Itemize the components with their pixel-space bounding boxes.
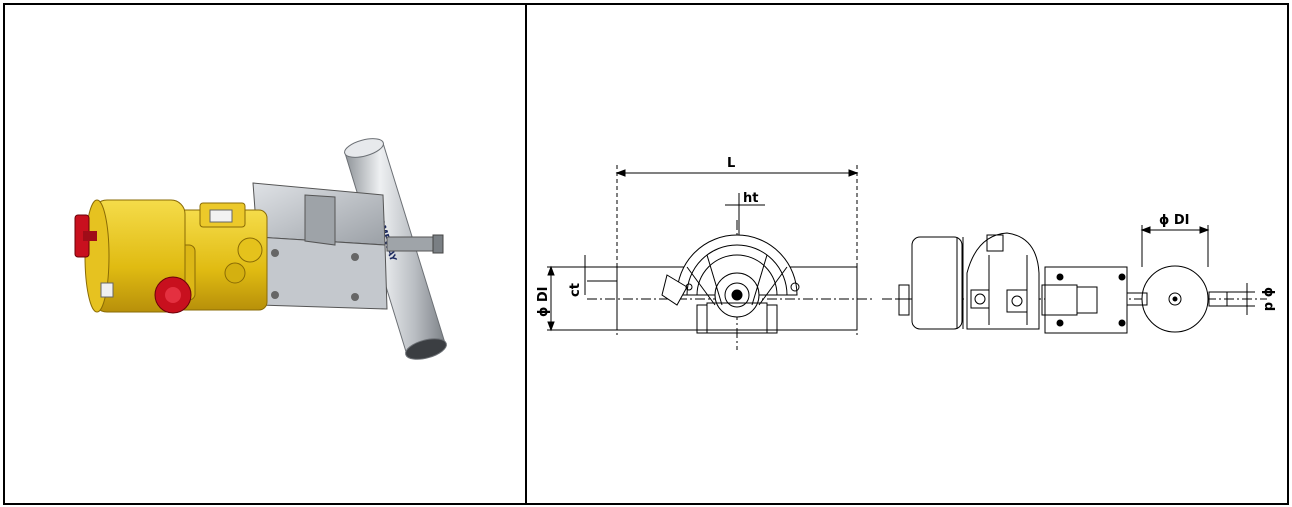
red-knob [74,214,97,258]
dim-ct-label: ct [568,283,583,297]
dim-d-label: ϕ d [1261,287,1276,311]
dim-DI-right-label: ϕ DI [1159,213,1190,228]
dim-ht-label: ht [743,191,758,206]
side-view: ϕ DI ϕ d [882,213,1276,334]
front-view: L ht ct ϕ DI [536,156,872,350]
product-photo-panel: SOMEWAY [3,3,527,505]
dim-DI-left-label: ϕ DI [536,286,551,317]
dimension-drawing-panel: L ht ct ϕ DI [525,3,1289,505]
positioner-photo: SOMEWAY [74,138,447,360]
dimension-drawing: L ht ct ϕ DI [536,156,1276,350]
mounting-bracket [252,182,388,310]
dim-L-label: L [727,156,735,171]
red-cap [154,276,192,314]
